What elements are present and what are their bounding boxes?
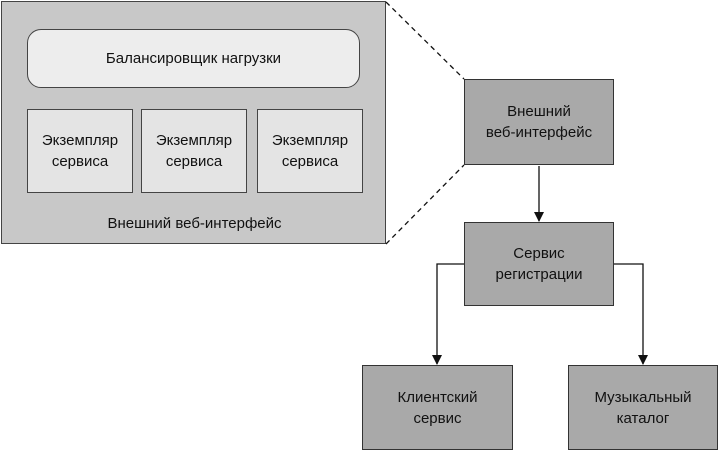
- load-balancer-box: Балансировщик нагрузки: [27, 29, 360, 88]
- registration-service-label-line1: Сервис: [513, 245, 565, 262]
- service-instance-label-line2: сервиса: [165, 153, 223, 170]
- load-balancer-label: Балансировщик нагрузки: [105, 50, 282, 67]
- zoom-line-bottom: [385, 164, 465, 245]
- service-instance-box: Экземпляр сервиса: [27, 109, 133, 193]
- service-instance-label-line1: Экземпляр: [271, 132, 349, 149]
- registration-service-box: Сервис регистрации: [464, 222, 614, 306]
- arrow-registration-to-client: [432, 263, 464, 365]
- music-catalog-box: Музыкальный каталог: [568, 365, 718, 450]
- detail-panel-caption-text: Внешний веб-интерфейс: [107, 214, 282, 232]
- frontend-detail-panel: Балансировщик нагрузки Экземпляр сервиса…: [1, 1, 386, 244]
- client-service-box: Клиентский сервис: [362, 365, 513, 450]
- service-instance-label-line1: Экземпляр: [155, 132, 233, 149]
- service-instance-label-line1: Экземпляр: [41, 132, 119, 149]
- music-catalog-label-line2: каталог: [616, 409, 670, 427]
- frontend-service-label-line1: Внешний: [507, 103, 571, 120]
- client-service-label-line1: Клиентский: [397, 388, 478, 406]
- music-catalog-label-line1: Музыкальный: [594, 388, 692, 406]
- service-instance-label-line2: сервиса: [51, 153, 109, 170]
- service-instance-box: Экземпляр сервиса: [141, 109, 247, 193]
- service-instance-label-line2: сервиса: [281, 153, 339, 170]
- arrow-registration-to-music: [614, 263, 648, 365]
- detail-panel-caption: Внешний веб-интерфейс: [2, 211, 387, 235]
- frontend-service-label-line2: веб-интерфейс: [485, 124, 593, 141]
- client-service-label-line2: сервис: [413, 409, 462, 427]
- zoom-line-top: [385, 1, 465, 80]
- service-instance-box: Экземпляр сервиса: [257, 109, 363, 193]
- registration-service-label-line2: регистрации: [495, 266, 583, 283]
- frontend-service-box: Внешний веб-интерфейс: [464, 79, 614, 165]
